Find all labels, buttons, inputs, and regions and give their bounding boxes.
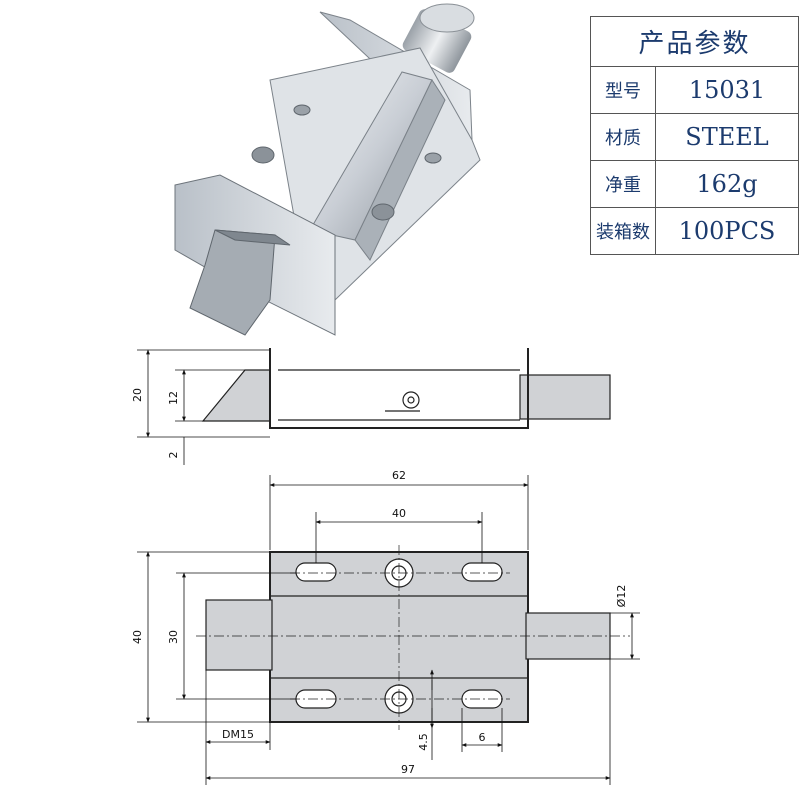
spec-table-title: 产品参数 [590, 16, 799, 67]
dim-bolt-protrusion: DM15 [222, 728, 254, 741]
dim-top-width: 62 [392, 469, 406, 482]
dim-hole-spacing: 40 [392, 507, 406, 520]
spec-label: 型号 [590, 66, 656, 114]
dim-inner-height: 30 [167, 630, 180, 644]
dim-slot-offset: 4.5 [417, 733, 430, 751]
spec-value: 15031 [655, 66, 799, 114]
dim-bolt-diameter: Ø12 [615, 585, 628, 608]
spec-row: 材质 STEEL [590, 113, 799, 161]
side-view [201, 348, 611, 429]
top-view [205, 551, 611, 723]
dim-overall-length: 97 [401, 763, 415, 776]
spec-value: STEEL [655, 113, 799, 161]
spec-table: 产品参数 型号 15031 材质 STEEL 净重 162g 装箱数 100PC… [590, 16, 799, 255]
dim-overall-height: 40 [131, 630, 144, 644]
spec-value: 162g [655, 160, 799, 208]
side-dimension-lines [137, 349, 270, 465]
top-dimension-lines [137, 475, 640, 785]
spec-row: 净重 162g [590, 160, 799, 208]
spec-label: 净重 [590, 160, 656, 208]
centerlines [196, 545, 630, 730]
spec-label: 装箱数 [590, 207, 656, 255]
product-photo [174, 3, 481, 336]
dim-side-inner: 12 [167, 391, 180, 405]
spec-label: 材质 [590, 113, 656, 161]
spec-row: 型号 15031 [590, 66, 799, 114]
spec-row: 装箱数 100PCS [590, 207, 799, 255]
dim-side-height: 20 [131, 388, 144, 402]
spec-value: 100PCS [655, 207, 799, 255]
dim-side-offset: 2 [167, 452, 180, 459]
dim-slot-length: 6 [479, 731, 486, 744]
